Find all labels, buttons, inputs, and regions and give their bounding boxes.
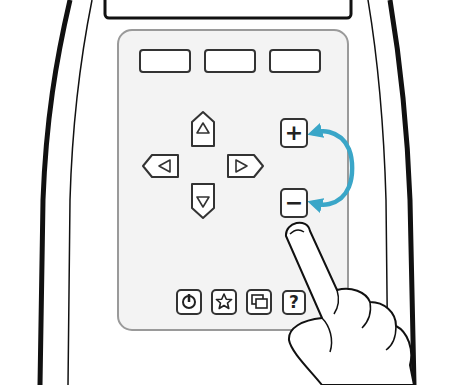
key-label: − <box>285 192 303 214</box>
up-triangle <box>197 123 209 133</box>
left-triangle <box>159 160 170 172</box>
key-label: ? <box>289 294 299 311</box>
housing-left <box>40 0 70 385</box>
plus-key: + <box>280 118 308 148</box>
fingernail <box>290 230 304 234</box>
finger-crease <box>362 302 371 328</box>
right-key <box>228 155 263 177</box>
power-icon-bar <box>188 294 191 302</box>
soft-key <box>205 50 255 72</box>
power-key <box>177 290 201 314</box>
arrow-keys <box>143 112 263 218</box>
knuckle-line <box>334 290 338 314</box>
help-key: ? <box>282 290 306 315</box>
soft-key <box>270 50 320 72</box>
down-triangle <box>197 197 209 207</box>
left-key <box>143 155 178 177</box>
down-key <box>192 184 214 218</box>
key-label: + <box>285 122 303 144</box>
favorite-key <box>212 290 236 314</box>
housing-inner-left <box>68 0 92 385</box>
thumb-line <box>322 318 332 352</box>
window-icon-front <box>256 299 267 308</box>
star-icon <box>216 294 231 309</box>
arrow-key-triangles <box>159 123 247 207</box>
window-key <box>247 290 271 314</box>
soft-key <box>140 50 190 72</box>
screen <box>105 0 351 18</box>
minus-key: − <box>280 188 308 218</box>
up-key <box>192 112 214 146</box>
curved-arrow <box>313 131 352 205</box>
right-triangle <box>236 160 247 172</box>
finger-crease <box>386 326 396 350</box>
